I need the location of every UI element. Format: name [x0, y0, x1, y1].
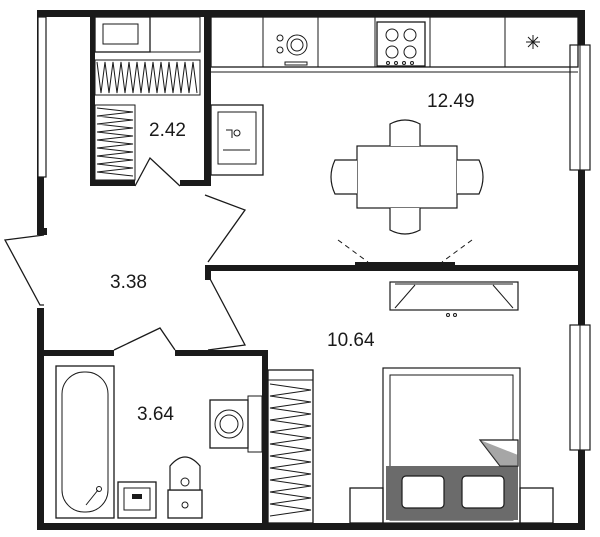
bedroom-room [267, 281, 554, 524]
interior-walls [37, 17, 578, 525]
bedroom-door [207, 274, 247, 351]
entrance-door [3, 234, 45, 306]
kitchen-counter [210, 16, 579, 73]
pillow-right [461, 475, 505, 509]
washing-machine [209, 395, 263, 453]
storage-area-label: 2.42 [149, 120, 186, 141]
washer-cabinet [94, 16, 201, 53]
shelving-zigzag [94, 59, 201, 181]
storage-door [134, 156, 181, 187]
chair-left [330, 159, 357, 195]
chair-right [457, 159, 484, 195]
tv-kitchen [337, 239, 473, 266]
bathroom-door [113, 327, 176, 351]
tv-bedroom [389, 281, 519, 317]
bedroom-area-label: 10.64 [327, 330, 375, 351]
pillow-left [401, 475, 445, 509]
nightstands [349, 487, 554, 524]
wardrobe-bedroom [267, 369, 314, 524]
chair-top [389, 119, 421, 146]
windows [37, 16, 591, 451]
tap-icon [276, 34, 308, 66]
area-labels: 12.49 2.42 3.38 3.64 10.64 [110, 91, 475, 425]
bathroom-room [55, 365, 263, 519]
hallway-area-label: 3.38 [110, 272, 147, 293]
bathroom-area-label: 3.64 [137, 404, 174, 425]
window-bedroom [569, 324, 591, 451]
sink-cabinet [210, 104, 264, 176]
doors [3, 156, 247, 351]
storage-room [94, 16, 201, 181]
kitchen-room [210, 16, 579, 266]
window-kitchen [569, 44, 591, 171]
chair-bottom [389, 208, 421, 235]
kitchen-area-label: 12.49 [427, 91, 475, 112]
bathtub [55, 365, 115, 519]
kitchen-door [204, 194, 247, 263]
toilet [167, 456, 203, 519]
fridge-icon [526, 35, 540, 49]
bed [382, 367, 521, 524]
stove-icon [376, 21, 426, 67]
dining-table [330, 119, 484, 235]
window-storage [37, 16, 47, 178]
washbasin [117, 481, 157, 519]
